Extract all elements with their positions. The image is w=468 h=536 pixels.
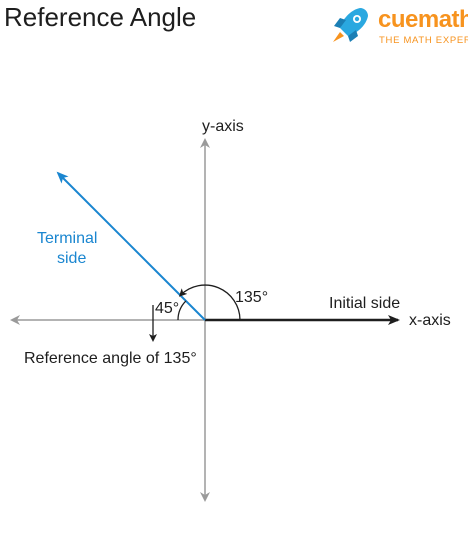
initial-side-label: Initial side — [329, 295, 400, 312]
angle-45-label: 45° — [155, 300, 179, 317]
angle-135-label: 135° — [235, 289, 268, 306]
reference-angle-label: Reference angle of 135° — [24, 350, 197, 367]
angle-135-arc — [178, 284, 241, 321]
page-title: Reference Angle — [4, 2, 197, 32]
brand-tagline: THE MATH EXPERT — [379, 35, 468, 46]
brand-name: cuemath — [378, 6, 468, 33]
x-axis-label: x-axis — [409, 312, 451, 329]
brand-logo: cuemath THE MATH EXPERT — [330, 4, 468, 46]
terminal-side-label-line2: side — [57, 250, 86, 267]
rocket-icon — [333, 8, 368, 42]
terminal-side-label-line1: Terminal — [37, 230, 97, 247]
angle-45-arc — [177, 300, 187, 321]
y-axis-label: y-axis — [202, 118, 244, 135]
